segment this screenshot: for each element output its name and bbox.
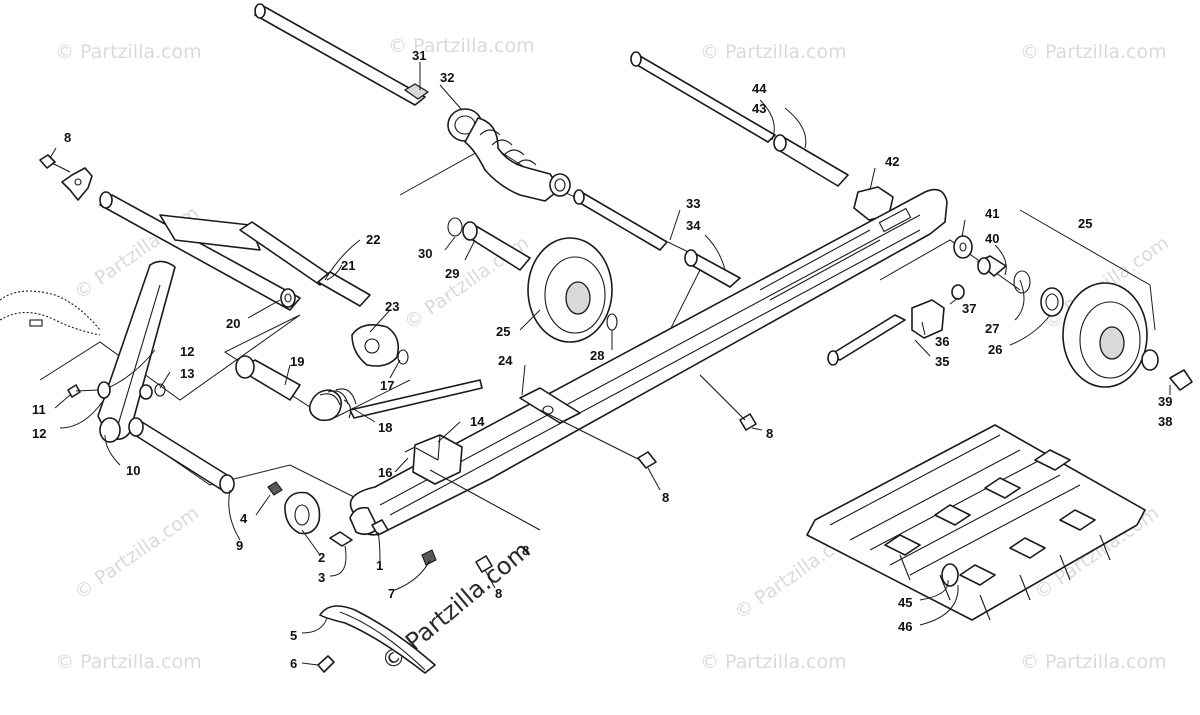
spacers-33-34 <box>573 189 741 288</box>
callout-leaders <box>49 62 1171 666</box>
callout-label: 36 <box>935 334 949 349</box>
track-section-left <box>0 290 101 336</box>
callout-label: 8 <box>522 543 529 558</box>
callout-label: 35 <box>935 354 949 369</box>
callout-label: 37 <box>962 301 976 316</box>
callout-label: 24 <box>498 353 513 368</box>
callout-label: 3 <box>318 570 325 585</box>
callout-label: 12 <box>180 344 194 359</box>
callout-label: 16 <box>378 465 392 480</box>
callout-numbers: 31 32 44 43 42 8 22 21 20 23 17 19 18 30… <box>32 48 1172 671</box>
callout-label: 9 <box>236 538 243 553</box>
callout-label: 8 <box>64 130 71 145</box>
watermark-diagonal: © Partzilla.com <box>376 536 536 676</box>
shock-absorber <box>447 108 571 202</box>
right-hardware <box>827 235 1064 366</box>
callout-label: 42 <box>885 154 899 169</box>
shaft-44 <box>630 51 894 221</box>
callout-label: 28 <box>590 348 604 363</box>
watermark: © Partzilla.com <box>1020 41 1167 63</box>
callout-label: 27 <box>985 321 999 336</box>
spring-18 <box>235 355 483 422</box>
watermark: © Partzilla.com <box>700 651 847 673</box>
idler-wheel-center <box>527 237 618 343</box>
bolt-8-star <box>39 154 93 201</box>
callout-label: 12 <box>32 426 46 441</box>
fasteners-11-13 <box>67 381 166 400</box>
callout-label: 5 <box>290 628 297 643</box>
front-lower-parts <box>267 481 437 674</box>
callout-label: 8 <box>495 586 502 601</box>
callout-label: 43 <box>752 101 766 116</box>
callout-label: 20 <box>226 316 240 331</box>
callout-label: 1 <box>376 558 383 573</box>
callout-label: 11 <box>32 402 46 417</box>
callout-label: 22 <box>366 232 380 247</box>
spacer-29 <box>447 217 531 271</box>
callout-label: 10 <box>126 463 140 478</box>
callout-label: 14 <box>470 414 485 429</box>
callout-label: 23 <box>385 299 399 314</box>
callout-label: 6 <box>290 656 297 671</box>
front-arm <box>99 191 371 311</box>
watermark: © Partzilla.com <box>55 41 202 63</box>
callout-label: 30 <box>418 246 432 261</box>
callout-label: 25 <box>496 324 510 339</box>
watermark: © Partzilla.com <box>1020 651 1167 673</box>
callout-label: 13 <box>180 366 194 381</box>
callout-label: 25 <box>1078 216 1092 231</box>
slide-rail <box>349 188 948 536</box>
watermark: © Partzilla.com <box>55 651 202 673</box>
callout-label: 34 <box>686 218 701 233</box>
callout-label: 21 <box>341 258 355 273</box>
watermark: © Partzilla.com <box>70 502 203 604</box>
idler-wheel-right <box>1062 282 1193 391</box>
track-section <box>806 424 1146 621</box>
callout-label: 7 <box>388 586 395 601</box>
upper-shaft <box>254 3 430 106</box>
rail-bolts <box>475 374 757 573</box>
callout-label: 40 <box>985 231 999 246</box>
callout-label: 44 <box>752 81 767 96</box>
callout-label: 31 <box>412 48 426 63</box>
callout-label: 41 <box>985 206 999 221</box>
callout-label: 2 <box>318 550 325 565</box>
callout-label: 26 <box>988 342 1002 357</box>
bracket-23 <box>351 324 409 367</box>
callout-label: 45 <box>898 595 912 610</box>
callout-label: 8 <box>766 426 773 441</box>
watermark: © Partzilla.com <box>388 35 535 57</box>
callout-label: 39 <box>1158 394 1172 409</box>
callout-label: 4 <box>240 511 248 526</box>
bumper-14 <box>404 434 541 531</box>
callout-label: 32 <box>440 70 454 85</box>
callout-label: 33 <box>686 196 700 211</box>
watermark: © Partzilla.com <box>700 41 847 63</box>
callout-label: 17 <box>380 378 394 393</box>
callout-label: 38 <box>1158 414 1172 429</box>
callout-label: 19 <box>290 354 304 369</box>
callout-label: 8 <box>662 490 669 505</box>
callout-label: 29 <box>445 266 459 281</box>
arm-10 <box>97 260 176 443</box>
callout-label: 46 <box>898 619 912 634</box>
shaft-9 <box>128 417 235 494</box>
callout-label: 18 <box>378 420 392 435</box>
